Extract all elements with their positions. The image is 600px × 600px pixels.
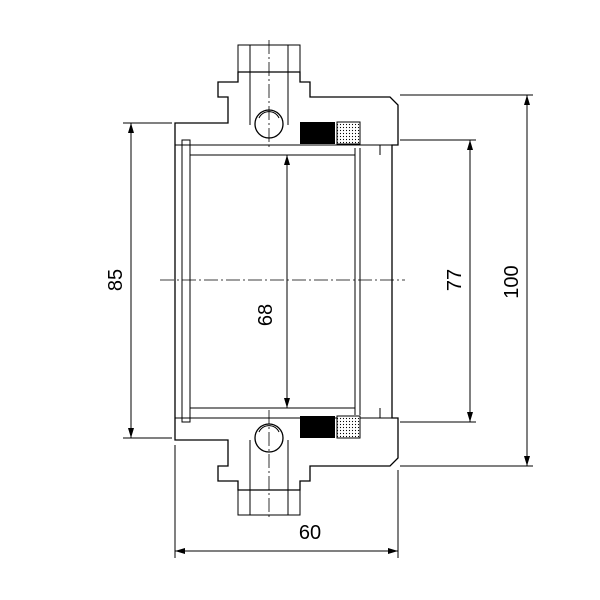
bottom-fitting bbox=[237, 410, 301, 520]
dimension-85: 85 bbox=[105, 123, 134, 438]
dimension-100-label: 100 bbox=[501, 265, 523, 298]
dimension-60: 60 bbox=[175, 522, 398, 554]
dimension-100: 100 bbox=[501, 95, 530, 466]
dimension-68: 68 bbox=[255, 155, 290, 408]
top-seal bbox=[300, 121, 361, 145]
top-fitting bbox=[237, 40, 301, 150]
inner-sleeve bbox=[175, 139, 392, 423]
dimension-60-label: 60 bbox=[299, 522, 321, 544]
top-ball bbox=[254, 109, 284, 139]
dimension-85-label: 85 bbox=[105, 269, 127, 291]
dimension-68-label: 68 bbox=[255, 304, 277, 326]
bottom-seal bbox=[300, 415, 361, 439]
bottom-ball bbox=[254, 423, 284, 453]
extension-lines bbox=[123, 94, 533, 558]
dimension-77-label: 77 bbox=[444, 269, 466, 291]
dimension-77: 77 bbox=[444, 140, 473, 422]
